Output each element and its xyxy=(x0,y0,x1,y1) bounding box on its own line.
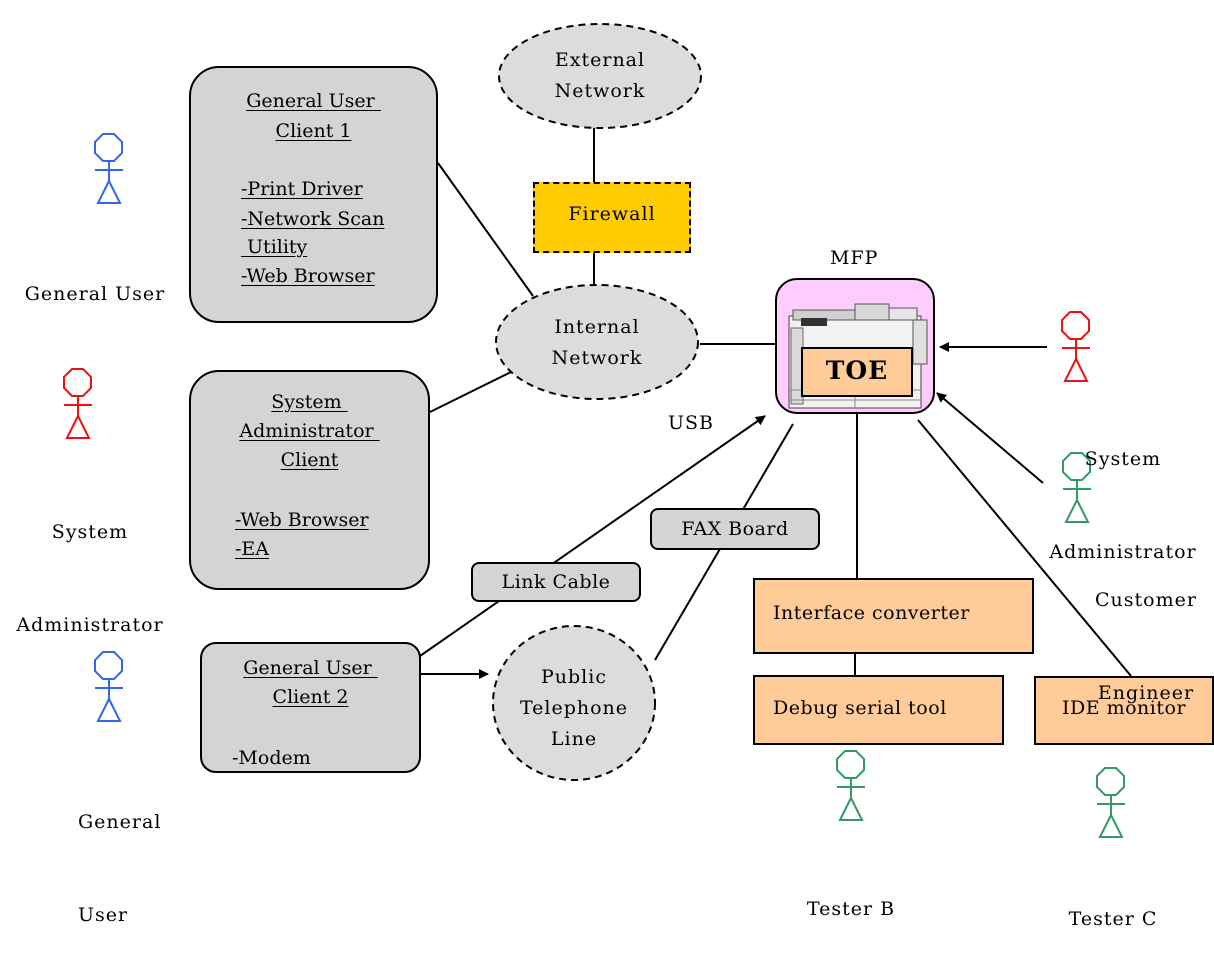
internal-network-line2: Network xyxy=(551,347,643,369)
firewall-label: Firewall xyxy=(568,203,656,225)
general-user-client-2: General User Client 2 -Modem xyxy=(200,642,421,773)
general-user-figure-1 xyxy=(94,133,123,204)
tester-c-figure xyxy=(1096,767,1125,838)
client1-item-web-browser: -Web Browser xyxy=(241,265,375,287)
admin-client-title-line2: Administrator xyxy=(239,420,380,442)
toe-label: TOE xyxy=(825,356,889,385)
tester-b-figure xyxy=(836,750,865,821)
client1-item-network-scan: -Network Scan xyxy=(241,208,385,230)
system-admin-left-line2: Administrator xyxy=(16,614,164,636)
public-line-line3: Line xyxy=(550,728,598,750)
tester-b-text: Tester B xyxy=(806,898,896,920)
system-admin-right-label: System Administrator xyxy=(1034,382,1212,599)
general-user-2-line1: General xyxy=(78,811,162,833)
internal-network-ellipse xyxy=(495,284,699,400)
tester-c-label: Tester C xyxy=(1043,842,1183,966)
admin-client-item-web-browser: -Web Browser xyxy=(235,509,369,531)
general-user-1-label: General User xyxy=(10,217,180,341)
external-network-line1: External xyxy=(554,49,646,71)
line-mfp-ide xyxy=(917,419,1132,677)
ide-monitor-label: IDE monitor xyxy=(1061,697,1187,719)
system-admin-left-line1: System xyxy=(51,521,129,543)
mfp-label: MFP xyxy=(830,247,879,269)
ide-monitor-box: IDE monitor xyxy=(1034,676,1214,745)
general-user-2-line2: User xyxy=(78,904,129,926)
system-admin-figure-left xyxy=(63,368,92,439)
external-network-label: External Network xyxy=(530,45,670,107)
system-admin-right-line2: Administrator xyxy=(1049,541,1197,563)
customer-engineer-line2: Engineer xyxy=(1097,682,1195,704)
public-telephone-ellipse xyxy=(492,625,656,781)
system-admin-client: System Administrator Client -Web Browser… xyxy=(189,370,430,590)
usb-label: USB xyxy=(668,412,714,434)
line-client1-internal xyxy=(437,162,534,297)
system-admin-left-label: System Administrator xyxy=(5,455,175,672)
general-user-2-label: General User xyxy=(78,745,161,962)
system-admin-right-line1: System xyxy=(1084,448,1162,470)
general-user-1-text: General User xyxy=(24,283,166,305)
admin-client-item-ea: -EA xyxy=(235,538,270,560)
diagram-canvas xyxy=(63,23,1132,838)
fax-board-tag: FAX Board xyxy=(650,508,820,550)
client1-title-line2: Client 1 xyxy=(275,120,352,142)
client1-item-utility: Utility xyxy=(241,236,308,258)
client1-item-print-driver: -Print Driver xyxy=(241,178,363,200)
customer-engineer-line1: Customer xyxy=(1095,589,1197,611)
public-line-line1: Public xyxy=(541,666,607,688)
line-linkcable-usb xyxy=(419,415,766,657)
internal-network-label: Internal Network xyxy=(527,312,667,374)
customer-engineer-figure xyxy=(1062,452,1091,523)
tester-c-text: Tester C xyxy=(1068,908,1158,930)
firewall-box: Firewall xyxy=(533,182,691,253)
interface-converter-label: Interface converter xyxy=(773,602,970,624)
customer-engineer-label: Customer Engineer xyxy=(1078,523,1214,740)
external-network-line2: Network xyxy=(554,80,646,102)
line-admin-internal xyxy=(429,370,514,413)
toe-box: TOE xyxy=(801,347,913,397)
tester-b-label: Tester B xyxy=(781,832,921,956)
debug-serial-tool-box: Debug serial tool xyxy=(753,675,1004,745)
public-line-line2: Telephone xyxy=(519,697,629,719)
line-engineer-mfp xyxy=(936,392,1044,484)
link-cable-tag: Link Cable xyxy=(471,562,641,602)
interface-converter-box: Interface converter xyxy=(753,578,1034,654)
client2-item-modem: -Modem xyxy=(232,747,311,769)
client1-title-line1: General User xyxy=(246,90,381,112)
admin-client-title-line1: System xyxy=(271,391,348,413)
general-user-client-1: General User Client 1 -Print Driver -Net… xyxy=(189,66,438,323)
general-user-figure-2 xyxy=(94,651,123,722)
debug-serial-tool-label: Debug serial tool xyxy=(773,697,947,719)
client2-title-line1: General User xyxy=(243,657,378,679)
system-admin-figure-right xyxy=(1061,311,1090,382)
public-telephone-label: Public Telephone Line xyxy=(504,662,644,755)
mfp-box: TOE xyxy=(775,278,935,414)
external-network-ellipse xyxy=(498,23,702,129)
client2-title-line2: Client 2 xyxy=(272,686,349,708)
admin-client-title-line3: Client xyxy=(280,449,339,471)
internal-network-line1: Internal xyxy=(554,316,640,338)
